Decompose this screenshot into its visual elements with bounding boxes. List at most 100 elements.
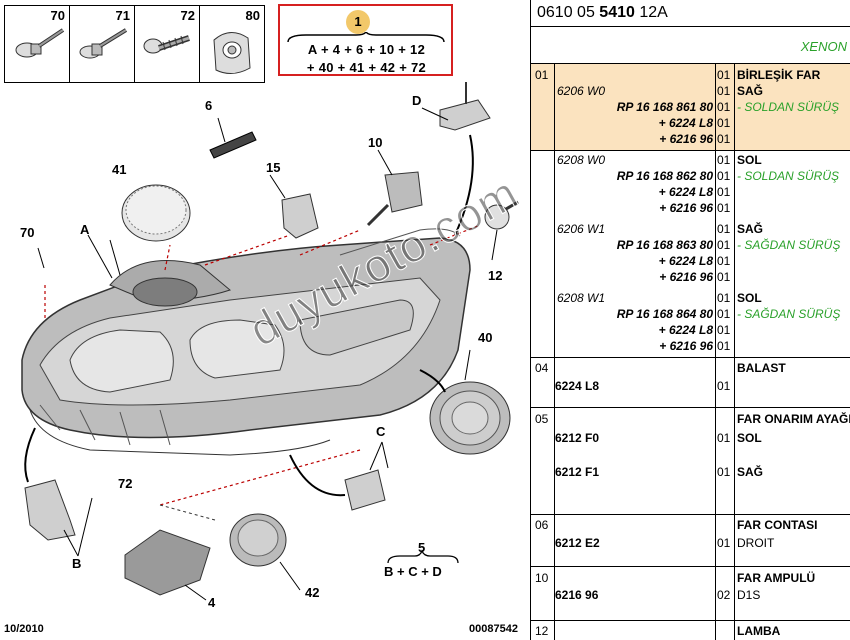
part-ref[interactable]: 6224 L8: [555, 379, 600, 393]
subtitle-xenon: XENON: [800, 39, 847, 54]
qty: 01: [717, 68, 731, 82]
low-beam-reflector[interactable]: [69, 329, 174, 393]
screw-icon: [15, 28, 65, 58]
qty: 01: [717, 84, 731, 98]
xenon-bulb-10[interactable]: [384, 171, 423, 213]
callout-40: 40: [478, 330, 493, 345]
qty: 01: [717, 222, 731, 236]
part-ref[interactable]: 6208 W1: [557, 291, 606, 305]
qty: 01: [717, 431, 731, 445]
fastener-70-box[interactable]: 70: [4, 5, 70, 83]
callout-6: 6: [205, 98, 213, 113]
qty: 01: [717, 169, 731, 183]
row-divider: [531, 407, 850, 408]
part-ref[interactable]: + 6224 L8: [658, 185, 713, 199]
qty: 01: [717, 339, 731, 353]
part-15[interactable]: [281, 193, 319, 239]
high-beam-reflector[interactable]: [189, 319, 285, 379]
row-divider: [531, 566, 850, 567]
qty: 01: [717, 291, 731, 305]
desc: LAMBA: [737, 624, 781, 638]
row-divider: [531, 514, 850, 515]
formula-line-2: + 40 + 41 + 42 + 72: [306, 60, 427, 75]
row-divider: [531, 357, 850, 358]
desc: - SOLDAN SÜRÜŞ: [737, 100, 840, 114]
part-ref[interactable]: RP 16 168 862 80: [616, 169, 713, 183]
screw-icon: [79, 28, 128, 59]
parts-table: 0610 05 5410 12A XENON 01 6206 W0 RP 16 …: [530, 0, 850, 640]
qty: 01: [717, 201, 731, 215]
part-ref[interactable]: + 6224 L8: [658, 116, 713, 130]
code-suffix: 12A: [639, 4, 668, 21]
bulb-12[interactable]: [484, 204, 510, 230]
col-divider: [734, 64, 735, 640]
parts-diagram: 70 71 72 80 1: [4, 4, 528, 635]
part-ref[interactable]: 6206 W1: [557, 222, 606, 236]
desc: BALAST: [737, 361, 786, 375]
headlamp-exploded-drawing: [21, 82, 519, 601]
row-divider: [531, 620, 850, 621]
part-ref[interactable]: 6216 96: [555, 588, 599, 602]
bracket-b[interactable]: [24, 479, 76, 541]
desc: - SOLDAN SÜRÜŞ: [737, 169, 840, 183]
part-6[interactable]: [209, 131, 257, 159]
qty: 01: [717, 185, 731, 199]
part-ref[interactable]: 6212 F0: [555, 431, 600, 445]
callout-72: 72: [118, 476, 133, 491]
qty: 01: [717, 536, 731, 550]
part-ref[interactable]: 6208 W0: [557, 153, 606, 167]
ballast-4[interactable]: [124, 529, 211, 596]
callout-bcd: B + C + D: [384, 564, 442, 579]
table-subtitle-bar: XENON: [531, 26, 850, 64]
part-code-title: 0610 05 5410 12A: [537, 4, 668, 22]
qty: 01: [717, 153, 731, 167]
callout-5: 5: [418, 540, 426, 555]
part-ref[interactable]: + 6224 L8: [658, 254, 713, 268]
kit-ref-badge: 1: [346, 10, 370, 34]
part-ref[interactable]: RP 16 168 864 80: [616, 307, 713, 321]
part-ref[interactable]: 6212 E2: [555, 536, 600, 550]
qty: 01: [717, 238, 731, 252]
desc: BİRLEŞİK FAR: [737, 68, 821, 82]
row-index: 12: [535, 624, 549, 638]
desc: FAR CONTASI: [737, 518, 818, 532]
callout-70: 70: [20, 225, 35, 240]
code-bold: 5410: [599, 4, 635, 21]
desc: SAĞ: [737, 84, 764, 98]
part-ref[interactable]: 6212 F1: [555, 465, 600, 479]
callout-10: 10: [368, 135, 383, 150]
qty: 01: [717, 323, 731, 337]
screw-icon: [143, 35, 190, 54]
row-index: 06: [535, 518, 549, 532]
callout-a: A: [80, 222, 90, 237]
fastener-72-box[interactable]: 72: [134, 5, 200, 83]
footer-code: 00087542: [469, 623, 518, 635]
callout-4: 4: [208, 595, 216, 610]
row-divider: [531, 150, 850, 151]
part-ref[interactable]: RP 16 168 861 80: [616, 100, 713, 114]
part-ref[interactable]: RP 16 168 863 80: [616, 238, 713, 252]
bracket-c[interactable]: [344, 469, 386, 511]
kit-formula-box: 1 A + 4 + 6 + 10 + 12 + 40 + 41 + 42 + 7…: [278, 4, 453, 76]
qty: 01: [717, 254, 731, 268]
qty: 01: [717, 116, 731, 130]
qty: 01: [717, 379, 731, 393]
part-ref[interactable]: 6206 W0: [557, 84, 606, 98]
part-ref[interactable]: + 6216 96: [659, 339, 713, 353]
part-ref[interactable]: + 6216 96: [659, 132, 713, 146]
fastener-80-box[interactable]: 80: [199, 5, 265, 83]
qty: 01: [717, 270, 731, 284]
part-ref[interactable]: + 6216 96: [659, 270, 713, 284]
callout-d: D: [412, 93, 422, 108]
bracket-d[interactable]: [439, 99, 491, 131]
code-prefix: 0610 05: [537, 4, 595, 21]
col-divider: [554, 64, 555, 640]
formula-line-1: A + 4 + 6 + 10 + 12: [307, 42, 426, 57]
desc: - SAĞDAN SÜRÜŞ: [737, 238, 841, 252]
clip-nut-icon: [213, 32, 251, 74]
part-ref[interactable]: + 6216 96: [659, 201, 713, 215]
part-ref[interactable]: + 6224 L8: [658, 323, 713, 337]
desc: SAĞ: [737, 465, 764, 479]
row-index: 10: [535, 571, 549, 585]
footer-date: 10/2010: [4, 623, 44, 635]
